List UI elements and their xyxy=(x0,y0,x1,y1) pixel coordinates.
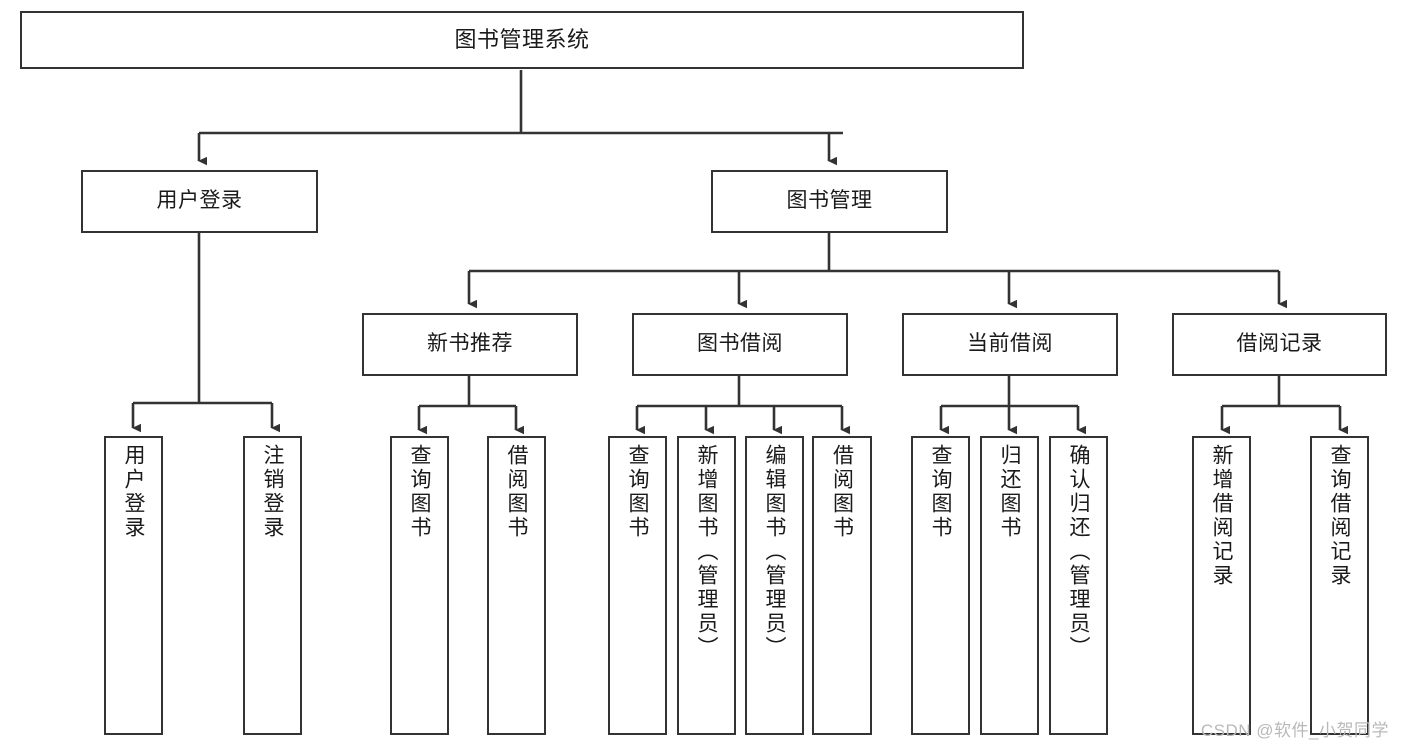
node-current-borrow[interactable]: 当前借阅 xyxy=(902,313,1118,376)
node-user-login-label: 用户登录 xyxy=(156,189,243,213)
node-leaf-return-book[interactable]: 归还图书 xyxy=(980,436,1039,735)
node-leaf-add-record-label: 新增借阅记录 xyxy=(1210,444,1233,588)
node-leaf-borrow-book-1[interactable]: 借阅图书 xyxy=(487,436,546,735)
node-root-label: 图书管理系统 xyxy=(454,27,590,53)
csdn-watermark: CSDN @软件_小贺同学 xyxy=(1200,721,1389,740)
node-leaf-query-book-2[interactable]: 查询图书 xyxy=(608,436,667,735)
node-leaf-add-book-label: 新增图书（管理员） xyxy=(695,444,718,660)
node-leaf-logout-login[interactable]: 注销登录 xyxy=(243,436,302,735)
node-borrow-record-label: 借阅记录 xyxy=(1236,332,1323,356)
node-user-login[interactable]: 用户登录 xyxy=(81,170,318,233)
node-leaf-query-book-1-label: 查询图书 xyxy=(408,444,431,540)
node-leaf-logout-login-label: 注销登录 xyxy=(261,444,284,540)
node-book-manage[interactable]: 图书管理 xyxy=(711,170,948,233)
node-leaf-borrow-book-1-label: 借阅图书 xyxy=(505,444,528,540)
node-book-borrow-label: 图书借阅 xyxy=(697,332,783,356)
node-leaf-return-book-label: 归还图书 xyxy=(998,444,1021,540)
node-leaf-query-book-3-label: 查询图书 xyxy=(929,444,952,540)
node-leaf-query-book-2-label: 查询图书 xyxy=(626,444,649,540)
node-leaf-query-record[interactable]: 查询借阅记录 xyxy=(1310,436,1369,735)
node-root[interactable]: 图书管理系统 xyxy=(20,11,1024,69)
node-leaf-edit-book-label: 编辑图书（管理员） xyxy=(763,444,786,660)
node-book-manage-label: 图书管理 xyxy=(786,189,873,213)
node-leaf-query-book-1[interactable]: 查询图书 xyxy=(390,436,449,735)
node-leaf-confirm-return[interactable]: 确认归还（管理员） xyxy=(1049,436,1108,735)
node-leaf-add-record[interactable]: 新增借阅记录 xyxy=(1192,436,1251,735)
node-book-borrow[interactable]: 图书借阅 xyxy=(632,313,848,376)
node-leaf-user-login[interactable]: 用户登录 xyxy=(104,436,163,735)
node-leaf-borrow-book-2[interactable]: 借阅图书 xyxy=(812,436,872,735)
node-leaf-confirm-return-label: 确认归还（管理员） xyxy=(1067,444,1090,660)
node-leaf-query-book-3[interactable]: 查询图书 xyxy=(911,436,970,735)
node-leaf-query-record-label: 查询借阅记录 xyxy=(1328,444,1351,588)
node-leaf-borrow-book-2-label: 借阅图书 xyxy=(830,444,854,540)
node-current-borrow-label: 当前借阅 xyxy=(967,332,1053,356)
node-leaf-edit-book[interactable]: 编辑图书（管理员） xyxy=(745,436,804,735)
node-leaf-add-book[interactable]: 新增图书（管理员） xyxy=(677,436,736,735)
node-new-book-recommend[interactable]: 新书推荐 xyxy=(362,313,578,376)
node-borrow-record[interactable]: 借阅记录 xyxy=(1172,313,1387,376)
node-leaf-user-login-label: 用户登录 xyxy=(122,444,145,540)
node-new-book-recommend-label: 新书推荐 xyxy=(427,332,513,356)
